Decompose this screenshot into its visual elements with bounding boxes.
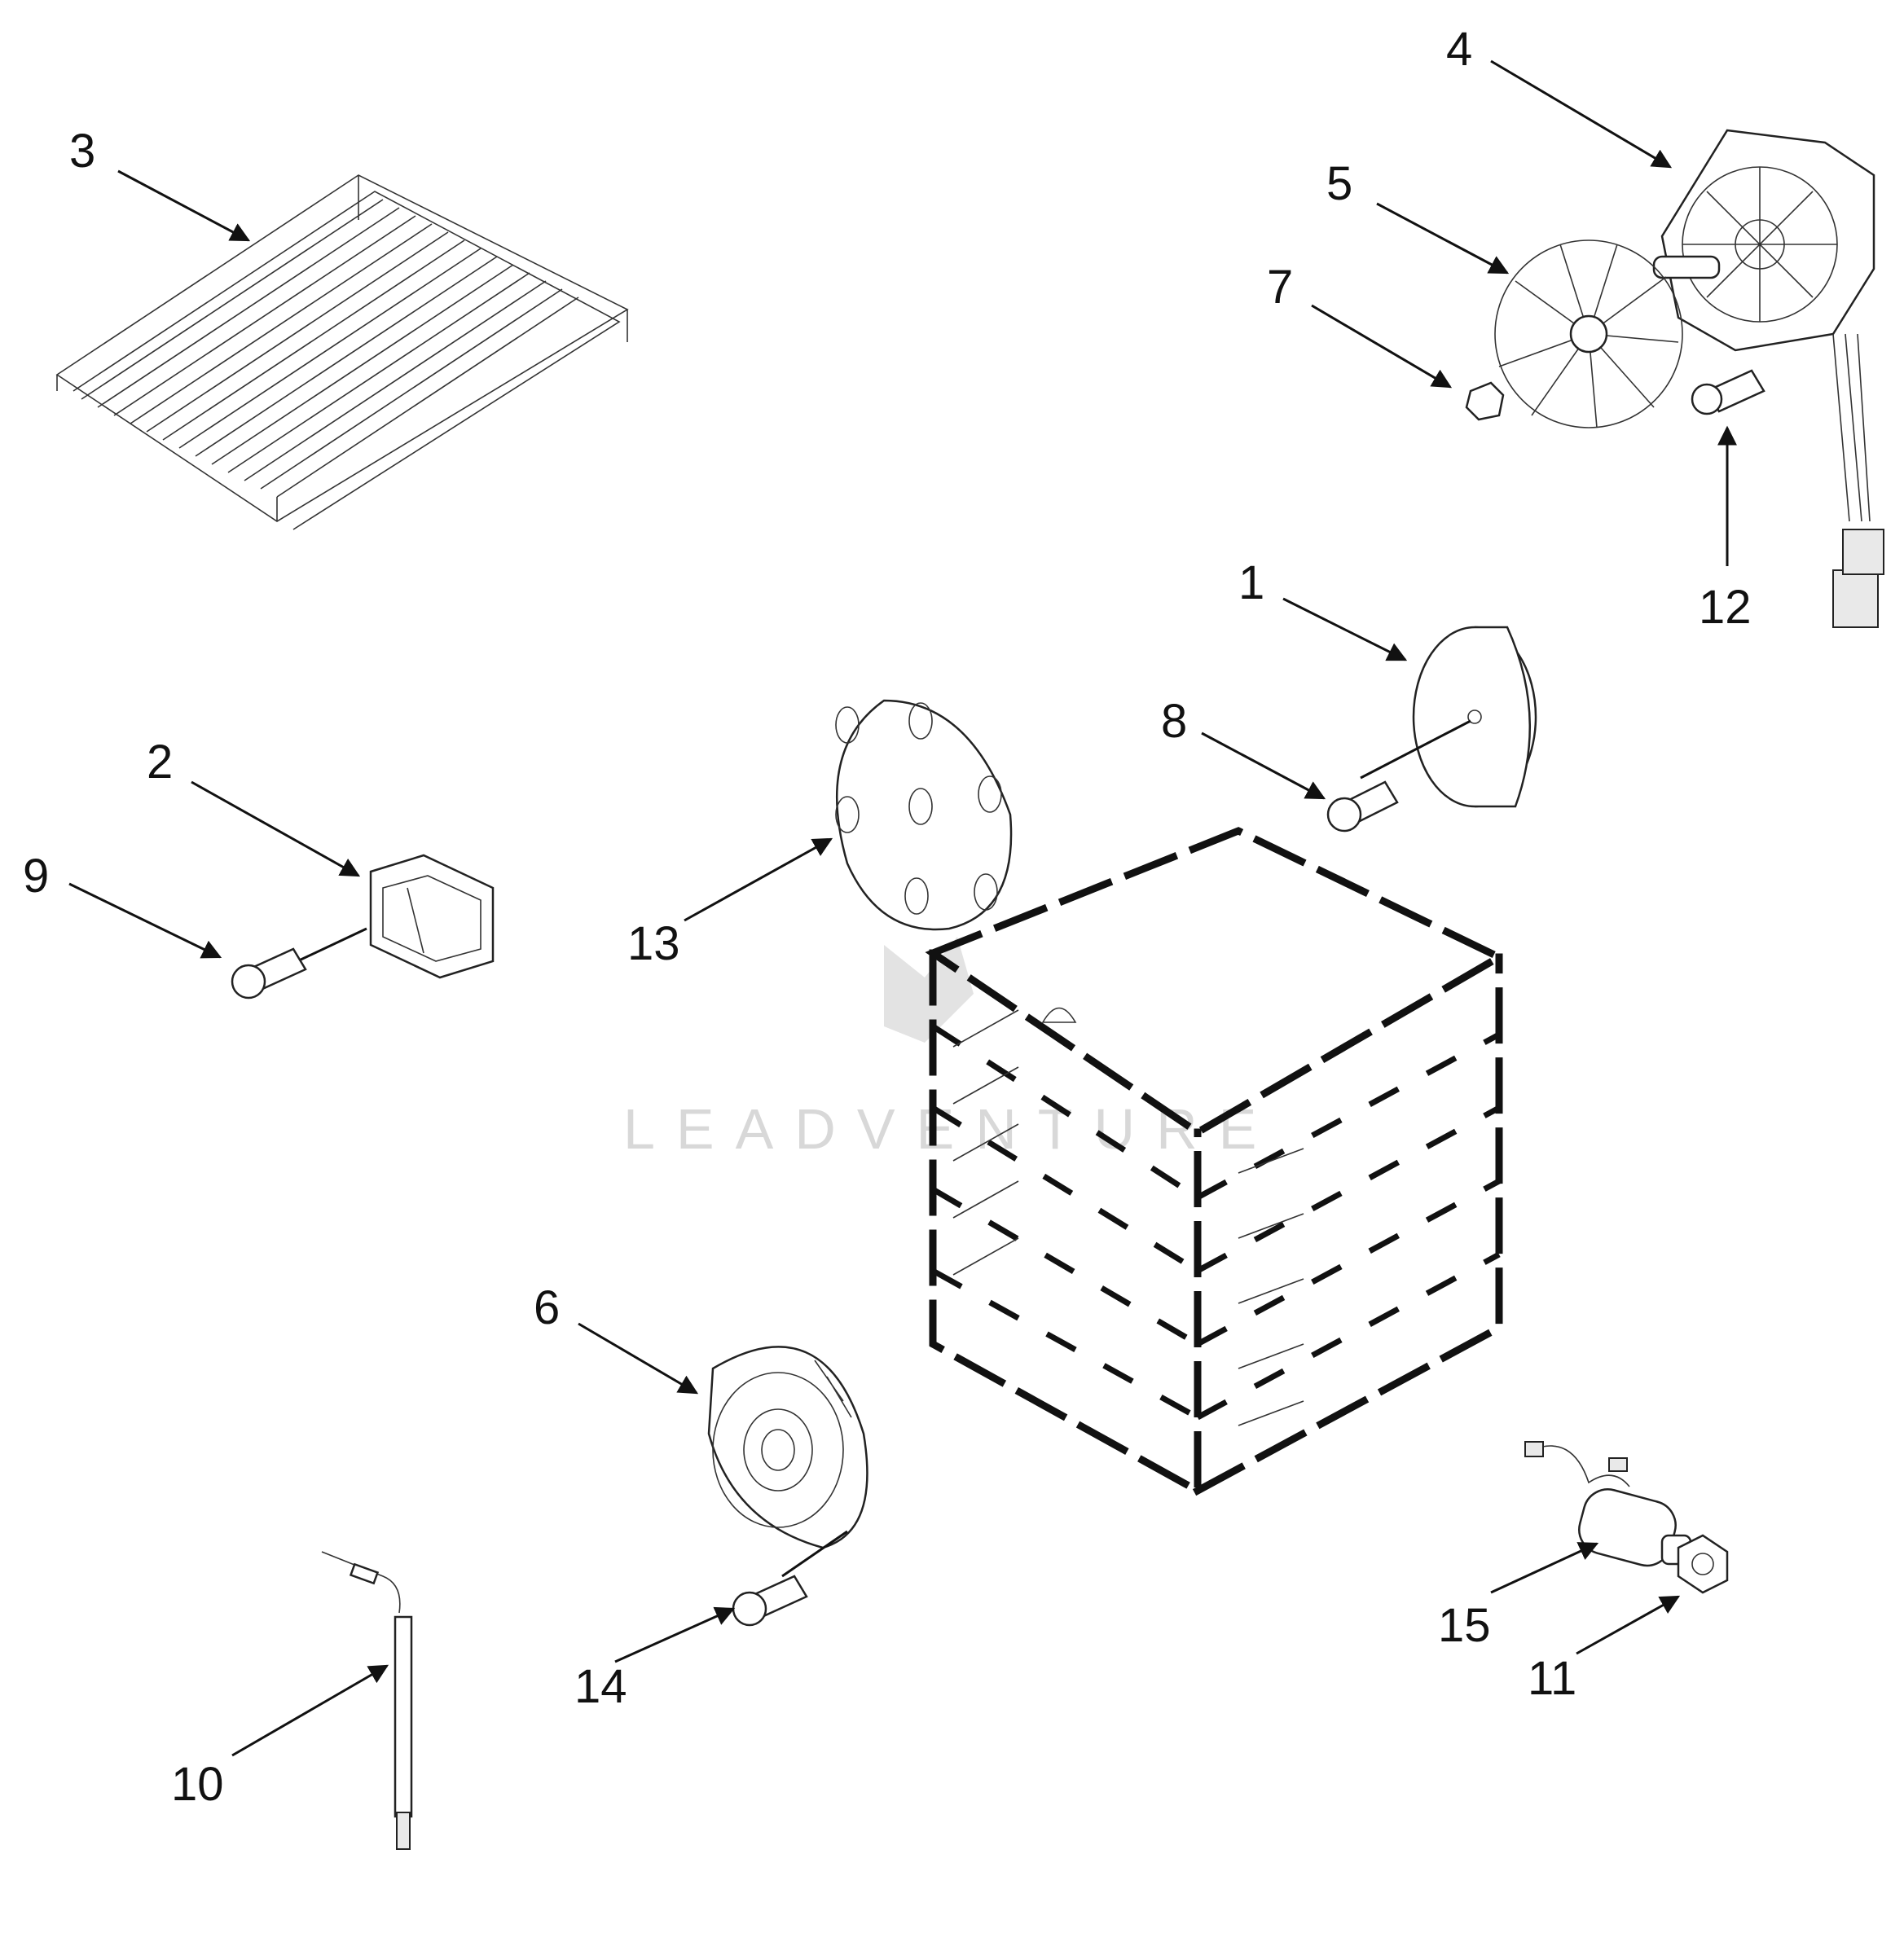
bracket-screw <box>231 947 307 999</box>
leader-arrow-6 <box>578 1322 699 1395</box>
callout-8: 8 <box>1161 695 1187 748</box>
leader-arrows <box>68 59 1737 1757</box>
callout-14: 14 <box>574 1660 627 1713</box>
fan-blade <box>1494 239 1683 428</box>
oven-cavity <box>925 827 1507 1497</box>
leader-arrow-4 <box>1490 59 1673 169</box>
watermark-text: LEADVENTURE <box>623 1097 1277 1161</box>
callout-7: 7 <box>1267 261 1293 314</box>
temperature-sensor <box>321 1551 413 1850</box>
leader-arrow-13 <box>684 837 833 922</box>
bracket-box <box>297 854 495 979</box>
callout-2: 2 <box>147 736 173 789</box>
fan-cover <box>707 1346 868 1578</box>
leader-arrow-5 <box>1376 202 1510 275</box>
motor-screw <box>1691 369 1765 415</box>
callout-4: 4 <box>1446 23 1472 76</box>
callout-5: 5 <box>1326 157 1352 210</box>
leader-arrow-10 <box>231 1664 389 1757</box>
leader-arrow-7 <box>1311 304 1453 389</box>
callout-15: 15 <box>1438 1599 1491 1652</box>
leader-arrow-11 <box>1576 1595 1681 1655</box>
cover-screw <box>732 1575 808 1627</box>
callout-9: 9 <box>23 850 49 903</box>
callout-12: 12 <box>1699 581 1752 634</box>
hex-nut <box>1677 1534 1729 1594</box>
fan-baffle-disc <box>1360 626 1537 808</box>
leader-arrow-3 <box>117 169 251 242</box>
leader-arrow-8 <box>1201 731 1326 800</box>
callout-3: 3 <box>69 125 95 178</box>
leader-arrow-2 <box>191 780 361 877</box>
oven-rack <box>55 174 629 530</box>
leader-arrow-15 <box>1490 1542 1599 1594</box>
baffle-screw <box>1326 780 1399 833</box>
callout-1: 1 <box>1238 556 1264 609</box>
leader-arrow-14 <box>614 1606 736 1663</box>
leader-arrow-1 <box>1282 597 1408 661</box>
callout-10: 10 <box>171 1758 224 1811</box>
convection-motor <box>1652 129 1884 628</box>
solenoid-valve <box>1524 1441 1692 1567</box>
callout-11: 11 <box>1528 1652 1576 1705</box>
fan-nut <box>1465 381 1505 421</box>
gasket-plate <box>835 699 1013 931</box>
callout-labels: 3 4 5 7 12 1 8 2 9 13 6 14 10 15 11 <box>23 23 1752 1811</box>
callout-13: 13 <box>627 917 680 970</box>
callout-6: 6 <box>534 1281 560 1334</box>
leader-arrow-9 <box>68 882 222 959</box>
